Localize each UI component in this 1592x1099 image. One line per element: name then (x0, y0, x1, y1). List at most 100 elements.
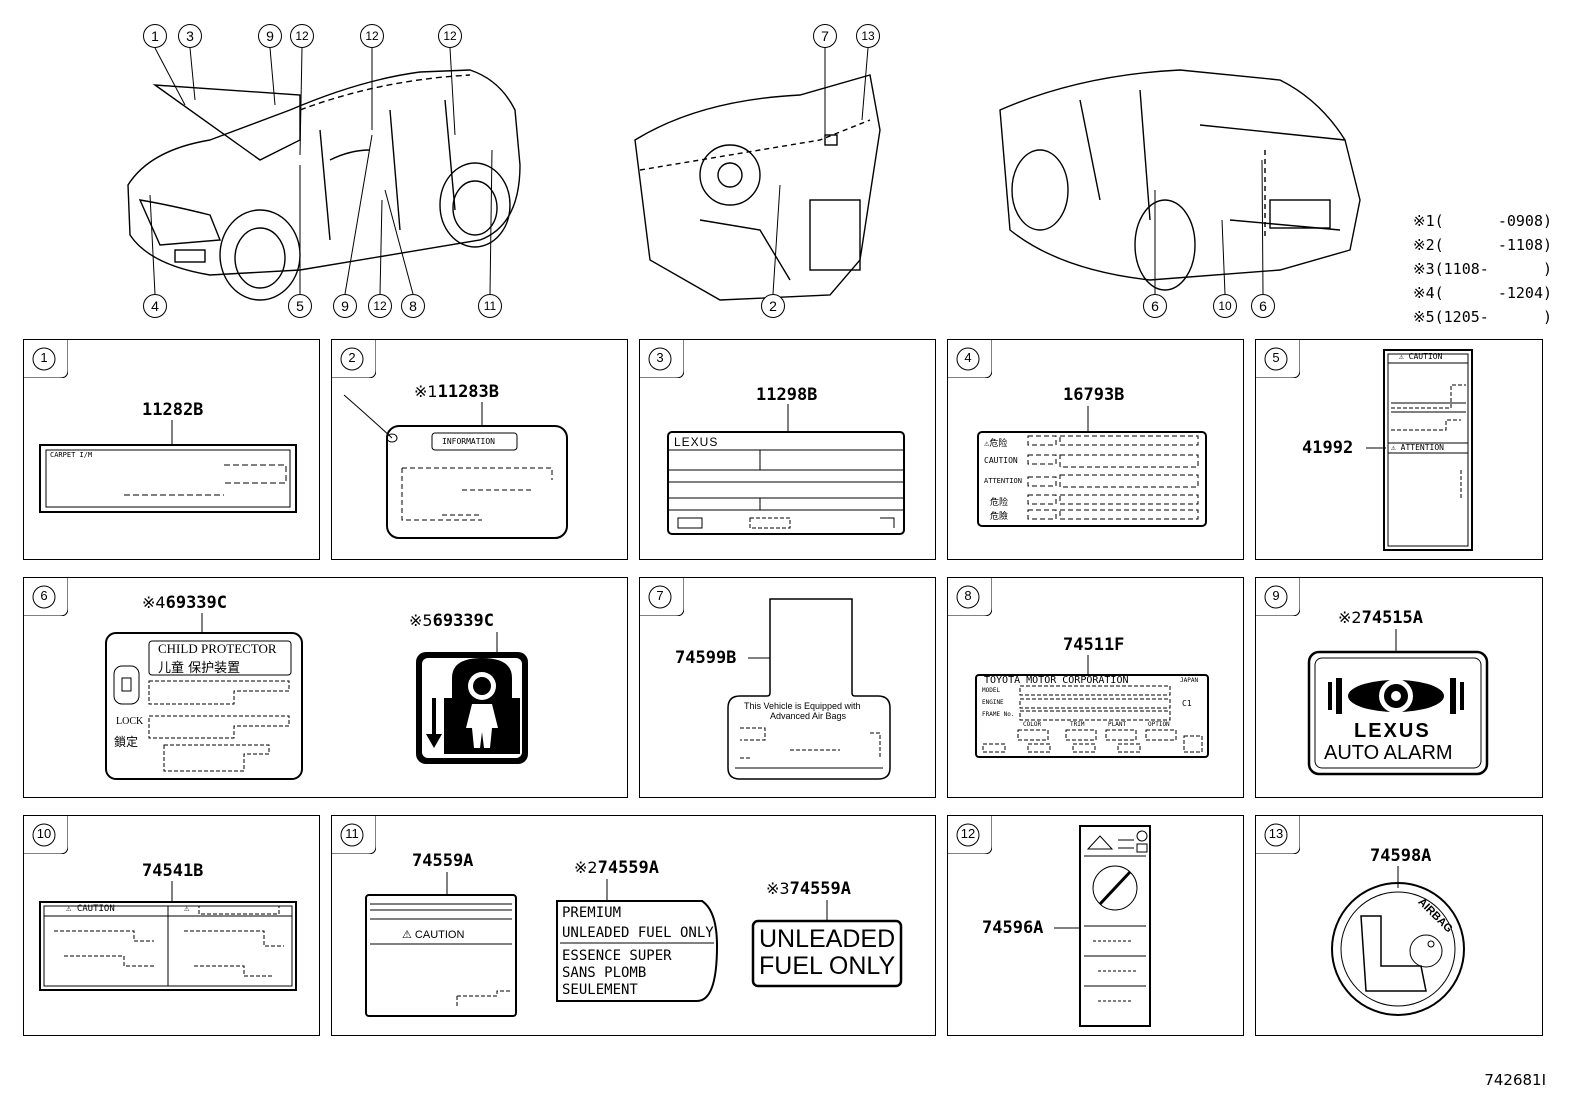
label-text: COLOR (1023, 721, 1042, 728)
diagram-code: 742681I (1484, 1071, 1546, 1089)
label-text: SANS PLOMB (562, 965, 647, 981)
interior-illustration (634, 74, 881, 301)
panel-5: 5 41992 ⚠ CAUTION ⚠ ATTENTION (1255, 339, 1543, 560)
panel-11: 11 74559A ※274559A ※374559A ⚠ CAUTION PR… (331, 815, 936, 1036)
lexus-wordmark: LEXUS (1354, 720, 1431, 742)
label-drawing (975, 655, 1209, 758)
label-text: ⚠ CAUTION (402, 929, 465, 941)
callout-circle: 12 (290, 24, 314, 48)
label-drawing (1307, 629, 1489, 776)
part-number: 11298B (756, 385, 818, 405)
label-drawing (1366, 349, 1473, 551)
label-text: 危險 (990, 512, 1009, 522)
panel-8: 8 74511F TOYOTA MOTOR CORPORATION JAPAN … (947, 577, 1244, 798)
label-text: ⚠ CAUTION (1399, 352, 1443, 361)
label-text: ESSENCE SUPER (562, 948, 672, 964)
label-text: MODEL (982, 687, 1001, 694)
part-number: 74511F (1063, 635, 1125, 655)
callout-circle: 11 (478, 294, 502, 318)
front-car-illustration (127, 69, 521, 301)
panel-13: 13 74598A AIRBAG (1255, 815, 1543, 1036)
callout-circle: 10 (1213, 294, 1237, 318)
label-drawing (39, 881, 297, 991)
part-number: ※274515A (1338, 608, 1424, 628)
part-number: 74598A (1370, 846, 1432, 866)
label-text: SEULEMENT (562, 982, 638, 998)
label-drawing (343, 394, 568, 539)
part-number: 74596A (982, 918, 1044, 938)
label-text: INFORMATION (442, 437, 495, 446)
label-drawing (39, 420, 297, 513)
callout-circle: 1 (143, 24, 167, 48)
label-text: FRAME No. (982, 711, 1015, 718)
label-text: UNLEADED (759, 925, 896, 953)
part-number: 74599B (675, 648, 737, 668)
label-text: TRIM (1070, 721, 1085, 728)
label-text: JAPAN (1180, 677, 1199, 684)
callout-circle: 12 (438, 24, 462, 48)
part-number: 11282B (142, 400, 204, 420)
label-text: OPTION (1148, 721, 1170, 728)
label-text: TOYOTA MOTOR CORPORATION (984, 675, 1129, 686)
callout-circle: 2 (761, 294, 785, 318)
part-number: ※111283B (414, 382, 500, 402)
legend-item: ※3(1108- ) (1413, 260, 1553, 278)
label-drawing (365, 872, 903, 1017)
label-drawing (1331, 866, 1465, 1016)
label-drawing (667, 404, 905, 535)
panel-6: 6 ※469339C ※569339C CHILD PROTECTOR 儿童 保… (23, 577, 628, 798)
callout-circle: 4 (143, 294, 167, 318)
label-text: This Vehicle is Equipped with (744, 701, 861, 711)
panel-9: 9 ※274515A LEXUS AUTO ALARM (1255, 577, 1543, 798)
callout-circle: 12 (368, 294, 392, 318)
callout-circle: 8 (401, 294, 425, 318)
legend-item: ※5(1205- ) (1413, 308, 1553, 326)
callout-circle: 13 (856, 24, 880, 48)
panel-4: 4 16793B ⚠危险 CAUTION ATTENTION 危险 危險 (947, 339, 1244, 560)
callout-circle: 12 (360, 24, 384, 48)
callout-circle: 6 (1251, 294, 1275, 318)
part-number: 41992 (1302, 438, 1354, 458)
label-text: ⚠ CAUTION (66, 904, 115, 914)
label-text: C1 (1182, 699, 1192, 708)
label-text: 鎖定 (114, 735, 139, 749)
label-text: LOCK (116, 716, 144, 727)
label-text: ⚠ ATTENTION (1391, 443, 1444, 452)
callout-circle: 9 (333, 294, 357, 318)
panel-1: 1 11282B CARPET I/M (23, 339, 320, 560)
label-drawing (727, 598, 891, 780)
label-text: ⚠危险 (984, 439, 1008, 449)
callout-circle: 3 (178, 24, 202, 48)
label-drawing (977, 406, 1207, 527)
callout-circle: 9 (258, 24, 282, 48)
label-text: CHILD PROTECTOR (158, 641, 277, 656)
legend-item: ※4( -1204) (1413, 284, 1553, 302)
legend-item: ※2( -1108) (1413, 236, 1553, 254)
legend-item: ※1( -0908) (1413, 212, 1553, 230)
lexus-wordmark: LEXUS (674, 435, 719, 449)
part-number: 16793B (1063, 385, 1125, 405)
part-number: ※274559A (574, 858, 660, 878)
label-text: CARPET I/M (50, 451, 93, 459)
callout-circle: 7 (813, 24, 837, 48)
label-text: Advanced Air Bags (770, 711, 847, 721)
label-text: ATTENTION (984, 477, 1022, 485)
part-number: 74559A (412, 851, 474, 871)
label-text: ⚠ (184, 904, 190, 914)
panel-10: 10 74541B ⚠ CAUTION ⚠ (23, 815, 320, 1036)
part-number: 74541B (142, 861, 204, 881)
label-drawing (105, 613, 528, 780)
panel-3: 3 11298B LEXUS (639, 339, 936, 560)
label-drawing (1054, 825, 1151, 1027)
panel-12: 12 74596A (947, 815, 1244, 1036)
panel-2: 2 ※111283B INFORMATION (331, 339, 628, 560)
label-text: FUEL ONLY (759, 952, 896, 980)
callout-circle: 5 (288, 294, 312, 318)
label-text: 儿童 保护装置 (158, 661, 241, 676)
label-text: 危险 (990, 498, 1009, 508)
label-text: PREMIUM (562, 905, 622, 921)
panel-7: 7 74599B This Vehicle is Equipped with A… (639, 577, 936, 798)
vehicle-overview (127, 47, 1361, 301)
label-text: ENGINE (982, 699, 1004, 706)
rear-car-illustration (999, 69, 1361, 291)
